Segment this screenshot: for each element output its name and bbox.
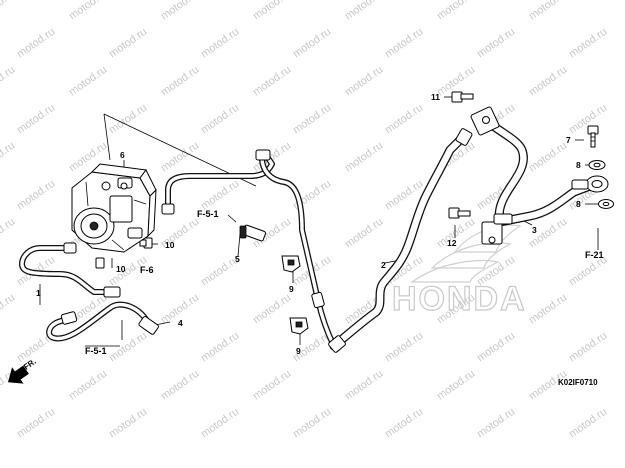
watermark-text: motod.ru [159, 64, 201, 99]
watermark-text: motod.ru [15, 26, 57, 61]
clamp-9-lower [289, 317, 309, 335]
watermark-text: motod.ru [383, 330, 425, 365]
watermark-text: motod.ru [15, 406, 57, 441]
banjo-fitting [571, 175, 609, 193]
watermark-text: motod.ru [0, 64, 17, 99]
watermark-text: motod.ru [251, 368, 293, 403]
reference-f-5-1-lower: F-5-1 [85, 346, 107, 356]
pipe-upper [161, 149, 337, 349]
watermark-text: motod.ru [343, 0, 385, 22]
pipe-4 [46, 301, 159, 342]
watermark-text: motod.ru [527, 292, 569, 327]
part-label-8-lower: 8 [576, 199, 581, 209]
watermark-text: motod.ru [67, 64, 109, 99]
clamp-9-upper [281, 255, 301, 273]
part-label-1: 1 [36, 288, 41, 298]
part-label-5: 5 [235, 254, 240, 264]
watermark-text: motod.ru [383, 406, 425, 441]
watermark-text: motod.ru [199, 178, 241, 213]
watermark-text: motod.ru [199, 102, 241, 137]
bolt-10-upper [139, 237, 153, 249]
part-number-labels: 6 10 10 1 4 5 9 9 2 11 12 3 7 8 8 [36, 92, 581, 356]
part-label-11: 11 [431, 92, 440, 102]
bolt-7 [587, 125, 599, 148]
watermark-text: motod.ru [475, 330, 517, 365]
diagram-code: K02IF0710 [558, 378, 598, 387]
fitting-5 [239, 224, 266, 242]
watermark-text: motod.ru [107, 26, 149, 61]
hose-2 [328, 128, 473, 353]
watermark-text: motod.ru [291, 102, 333, 137]
reference-f-21: F-21 [585, 250, 604, 260]
watermark-text: motod.ru [0, 216, 17, 251]
watermark-text: motod.ru [383, 102, 425, 137]
watermark-text: motod.ru [435, 368, 477, 403]
watermark-text: motod.ru [475, 26, 517, 61]
part-label-10-lower: 10 [116, 264, 126, 274]
watermark-text: motod.ru [527, 64, 569, 99]
watermark-text: motod.ru [567, 406, 609, 441]
watermark-text: motod.ru [107, 406, 149, 441]
part-label-12: 12 [447, 238, 457, 248]
part-label-7: 7 [566, 135, 571, 145]
washer-8-lower [598, 199, 614, 209]
hose-3 [483, 117, 595, 227]
reference-f-6: F-6 [140, 265, 154, 275]
part-label-3: 3 [532, 225, 537, 235]
watermark-text: motod.ru [435, 0, 477, 22]
watermark-text: motod.ru [527, 0, 569, 22]
watermark-text: motod.ru [15, 102, 57, 137]
part-label-9-lower: 9 [296, 346, 301, 356]
watermark-text: motod.ru [475, 406, 517, 441]
watermark-text: motod.ru [159, 368, 201, 403]
reference-f-5-1-upper: F-5-1 [197, 209, 219, 219]
reference-labels: F-5-1 F-5-1 F-6 F-21 [85, 209, 604, 356]
watermark-text: motod.ru [107, 330, 149, 365]
bolt-12 [448, 207, 471, 219]
watermark-text: motod.ru [251, 64, 293, 99]
honda-wing-logo: HONDA [391, 224, 527, 319]
watermark-text: motod.ru [291, 406, 333, 441]
watermark-text: motod.ru [0, 0, 17, 22]
watermark-text: motod.ru [159, 0, 201, 22]
watermark-text: motod.ru [0, 292, 17, 327]
watermark-text: motod.ru [343, 368, 385, 403]
watermark-text: motod.ru [107, 102, 149, 137]
honda-wordmark: HONDA [392, 280, 527, 318]
watermark-text: motod.ru [0, 140, 17, 175]
junction-block-upper [470, 106, 500, 136]
watermark-text: motod.ru [67, 368, 109, 403]
part-label-4: 4 [178, 318, 183, 328]
part-label-10-upper: 10 [165, 240, 175, 250]
watermark-text: motod.ru [199, 330, 241, 365]
part-label-2: 2 [381, 260, 386, 270]
bolt-11 [451, 91, 474, 103]
watermark-text: motod.ru [251, 0, 293, 22]
watermark-text: motod.ru [199, 406, 241, 441]
junction-block-lower [481, 213, 513, 245]
watermark-text: motod.ru [343, 140, 385, 175]
part-label-6: 6 [120, 150, 125, 160]
watermark-text: motod.ru [527, 140, 569, 175]
watermark-text: motod.ru [67, 0, 109, 22]
pipe-1 [19, 242, 121, 298]
abs-modulator [71, 163, 157, 253]
part-label-8-upper: 8 [576, 160, 581, 170]
washer-8-upper [588, 160, 606, 170]
watermark-text: motod.ru [343, 64, 385, 99]
bolt-10-lower [95, 257, 105, 269]
watermark-text: motod.ru [291, 26, 333, 61]
watermark-text: motod.ru [15, 178, 57, 213]
part-label-9-upper: 9 [289, 284, 294, 294]
watermark-text: motod.ru [199, 26, 241, 61]
watermark-text: motod.ru [567, 26, 609, 61]
watermark-text: motod.ru [567, 330, 609, 365]
watermark-text: motod.ru [383, 26, 425, 61]
watermark-text: motod.ru [251, 292, 293, 327]
watermark-text: motod.ru [343, 216, 385, 251]
